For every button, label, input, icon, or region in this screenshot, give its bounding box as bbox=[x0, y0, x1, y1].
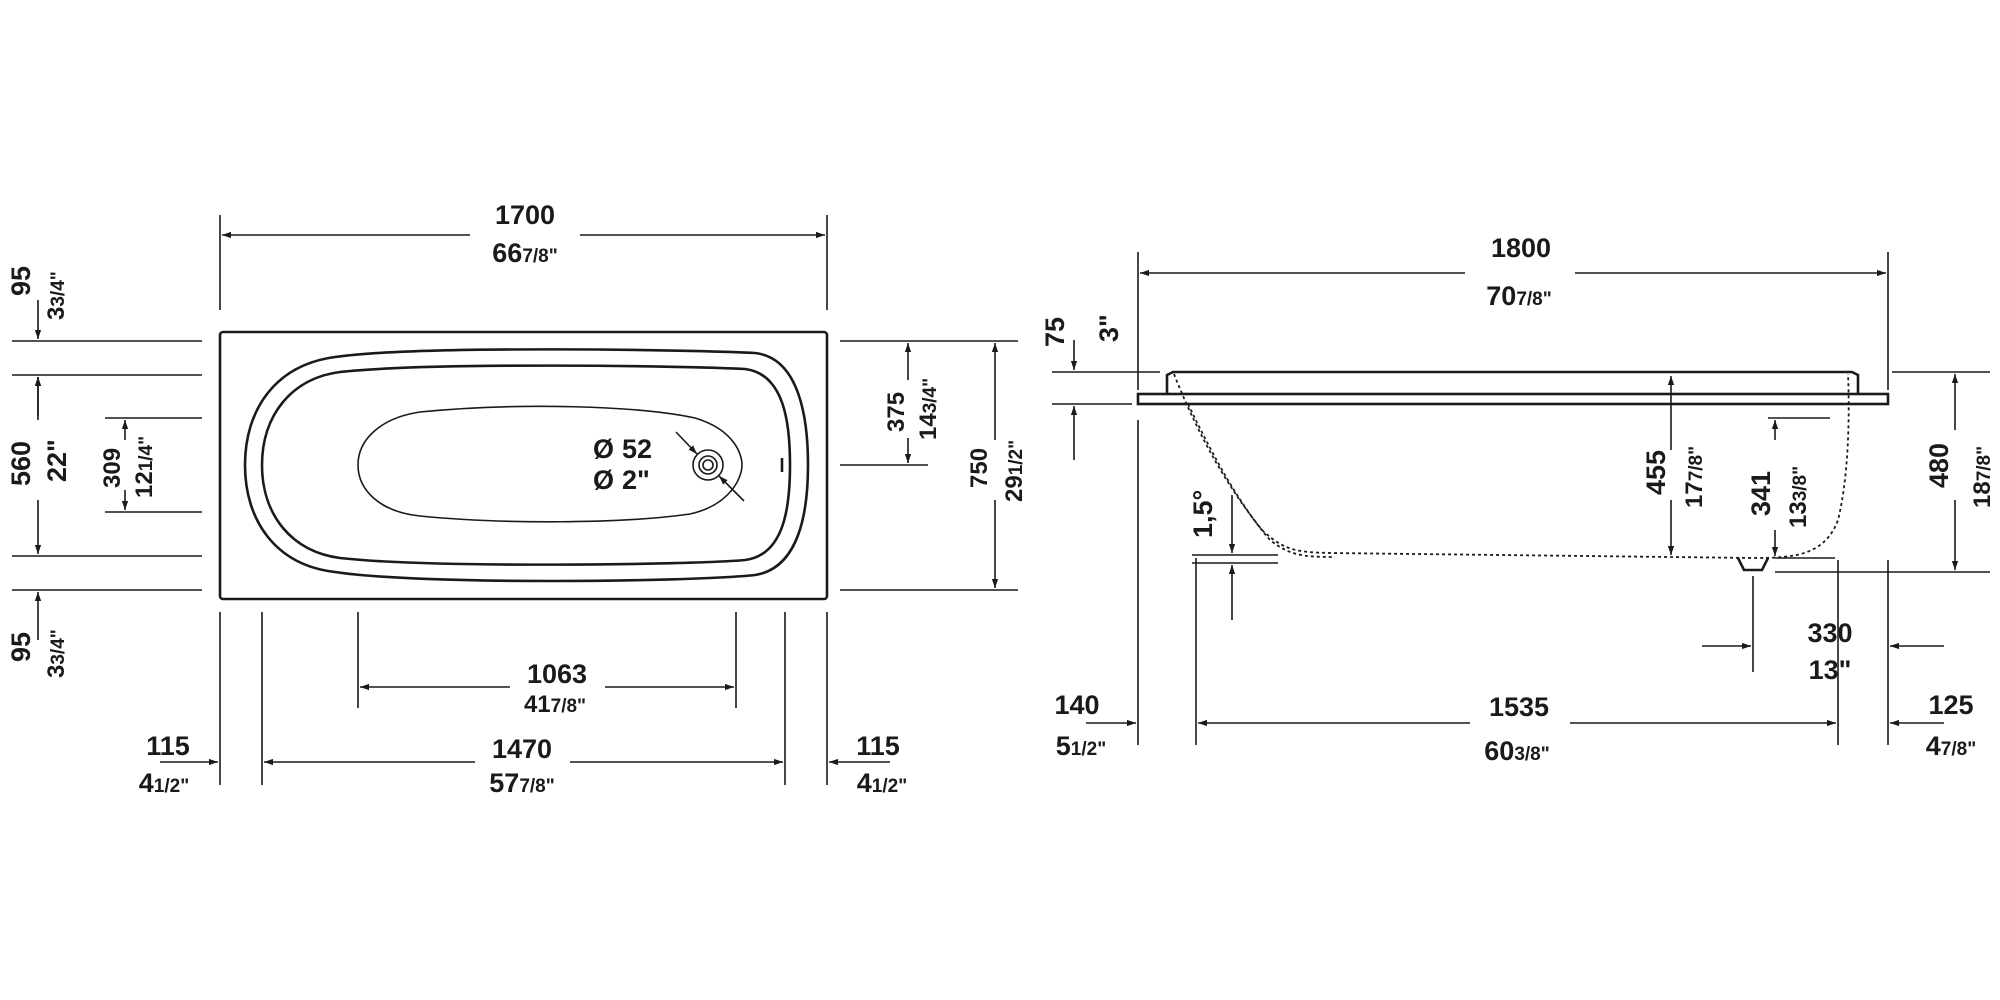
dim-gap bbox=[1470, 708, 1570, 738]
dim-480-in: 187/8" bbox=[1969, 446, 1996, 508]
dim-309-mm: 309 bbox=[99, 448, 126, 488]
dim-750-in: 291/2" bbox=[1001, 440, 1028, 502]
dim-1470-mm: 1470 bbox=[492, 734, 552, 764]
dim-480-mm: 480 bbox=[1924, 443, 1954, 488]
bathtub-floor bbox=[357, 405, 743, 523]
drain-circle-outer bbox=[692, 449, 724, 481]
dim-1535-in: 603/8" bbox=[1484, 736, 1549, 766]
dim-95-top-in: 33/4" bbox=[43, 271, 70, 320]
dim-330-in: 13" bbox=[1809, 655, 1852, 685]
drain-circle-inner bbox=[698, 455, 718, 475]
tub-body-profile-inner bbox=[1187, 403, 1336, 558]
dim-1063-mm: 1063 bbox=[527, 659, 587, 689]
dim-375-mm: 375 bbox=[883, 392, 910, 432]
dim-1063-in: 417/8" bbox=[524, 691, 586, 718]
dim-115-right-mm: 115 bbox=[856, 731, 900, 761]
dim-375-in: 143/4" bbox=[915, 378, 942, 440]
dim-gap bbox=[475, 747, 570, 775]
dim-309-in: 121/4" bbox=[131, 436, 158, 498]
dim-560-in: 22" bbox=[42, 439, 72, 482]
dim-341-in: 133/8" bbox=[1785, 466, 1812, 528]
dim-455-mm: 455 bbox=[1641, 450, 1671, 495]
dim-140-mm: 140 bbox=[1054, 690, 1099, 720]
dim-1800-in: 707/8" bbox=[1486, 281, 1551, 311]
dim-330-mm: 330 bbox=[1807, 618, 1852, 648]
drain-outlet bbox=[1736, 557, 1770, 572]
rim-plate bbox=[1136, 392, 1890, 406]
drain-circle-core bbox=[702, 459, 714, 471]
bathtub-rim-outer bbox=[243, 348, 810, 583]
rim-top bbox=[1165, 370, 1860, 394]
dim-95-top-mm: 95 bbox=[6, 266, 36, 296]
drain-leader-in bbox=[675, 431, 698, 455]
dim-115-left-in: 41/2" bbox=[139, 768, 189, 798]
side-view: 1800 707/8" 75 3" 1,5° 455 177/8" 341 13… bbox=[1040, 233, 1996, 766]
dim-115-right-in: 41/2" bbox=[857, 768, 907, 798]
dim-gap bbox=[470, 222, 580, 248]
dim-1535-mm: 1535 bbox=[1489, 692, 1549, 722]
dim-95-bottom-mm: 95 bbox=[6, 632, 36, 662]
dim-1700-mm: 1700 bbox=[495, 200, 555, 230]
dim-1800-mm: 1800 bbox=[1491, 233, 1551, 263]
dim-95-bottom-in: 33/4" bbox=[43, 629, 70, 678]
dim-75-in: 3" bbox=[1094, 314, 1124, 342]
dim-750-mm: 750 bbox=[966, 448, 993, 488]
dim-75-mm: 75 bbox=[1040, 317, 1070, 347]
dim-gap bbox=[1465, 258, 1575, 288]
bathtub-rim-inner bbox=[260, 364, 792, 566]
tub-body-profile bbox=[1173, 373, 1850, 559]
dim-1700-in: 667/8" bbox=[492, 238, 557, 268]
dim-slope: 1,5° bbox=[1188, 490, 1218, 538]
dim-125-in: 47/8" bbox=[1926, 731, 1976, 761]
dim-140-in: 51/2" bbox=[1056, 731, 1106, 761]
dim-455-in: 177/8" bbox=[1681, 446, 1708, 508]
dim-gap bbox=[510, 672, 605, 700]
dim-1470-in: 577/8" bbox=[489, 768, 554, 798]
dim-560-mm: 560 bbox=[6, 441, 36, 486]
bathtub-outline-top bbox=[218, 330, 829, 601]
dim-125-mm: 125 bbox=[1928, 690, 1973, 720]
dim-341-mm: 341 bbox=[1746, 471, 1776, 516]
drain-leader-out bbox=[718, 475, 745, 502]
dim-115-left-mm: 115 bbox=[146, 731, 190, 761]
top-view: 1700 667/8" 95 33/4" 560 22" 309 121/4" … bbox=[6, 200, 1028, 798]
